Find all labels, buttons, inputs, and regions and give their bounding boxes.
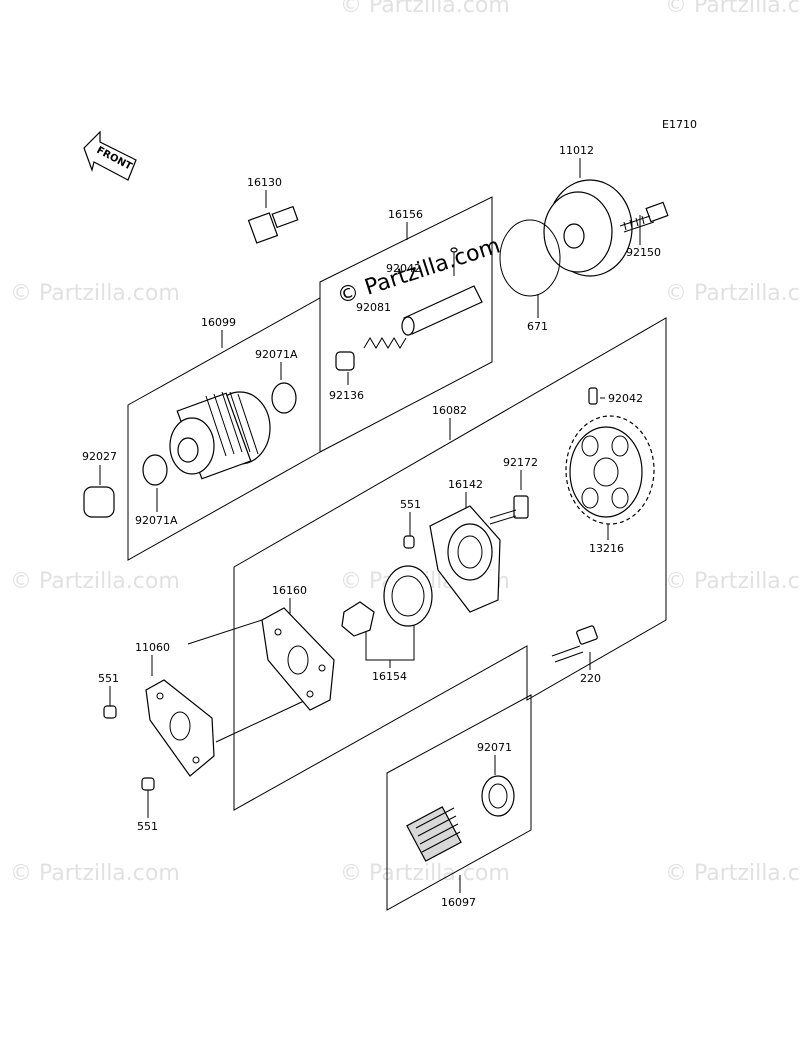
watermark: © Partzilla.com [10, 861, 180, 886]
part-92071-seal [481, 775, 515, 817]
part-16097-strainer [406, 806, 462, 862]
part-16156-valve [335, 247, 483, 371]
part-16142-housing [429, 505, 501, 613]
part-label: 551 [137, 820, 158, 833]
part-16160-plate [261, 607, 335, 711]
watermark: © Partzilla.com [340, 861, 510, 886]
part-label: 16156 [388, 208, 423, 221]
part-label: 16160 [272, 584, 307, 597]
part-label: 16142 [448, 478, 483, 491]
front-arrow-icon: FRONT [83, 130, 137, 181]
part-label: 92071 [477, 741, 512, 754]
part-551-dowel [103, 705, 117, 719]
part-16099-filter [83, 382, 297, 518]
part-11012-cover [499, 179, 633, 297]
watermark: © Partzilla.com [10, 281, 180, 306]
part-label: 551 [98, 672, 119, 685]
part-label: 92042 [608, 392, 643, 405]
part-13216-gear [565, 387, 655, 525]
watermark: © Partzilla.com [665, 0, 800, 18]
part-11060-gasket [145, 679, 215, 777]
part-label: 92071A [255, 348, 298, 361]
leader-lines [99, 158, 641, 893]
part-220-bolt [551, 625, 598, 663]
part-label: 551 [400, 498, 421, 511]
part-label: 16099 [201, 316, 236, 329]
part-label: 92172 [503, 456, 538, 469]
part-labels: 16130 16156 11012 92150 92042 92081 671 … [82, 144, 661, 909]
part-label: 92150 [626, 246, 661, 259]
part-92150-bolt [619, 201, 669, 233]
part-label: 11012 [559, 144, 594, 157]
group-boxes [127, 196, 667, 911]
part-label: 671 [527, 320, 548, 333]
part-label: 92027 [82, 450, 117, 463]
part-label: 13216 [589, 542, 624, 555]
part-label: 92071A [135, 514, 178, 527]
part-label: 16130 [247, 176, 282, 189]
part-label: 92136 [329, 389, 364, 402]
part-shapes [83, 179, 669, 862]
part-label: 11060 [135, 641, 170, 654]
watermark: © Partzilla.com [665, 281, 800, 306]
part-label: 220 [580, 672, 601, 685]
part-label: 16082 [432, 404, 467, 417]
watermark: © Partzilla.com [665, 569, 800, 594]
part-551-dowel [403, 535, 415, 549]
watermark: © Partzilla.com [340, 0, 510, 18]
part-label: 92042 [386, 262, 421, 275]
part-92172-bolt [489, 495, 529, 525]
part-16130-fitting [247, 205, 299, 244]
part-label: 92081 [356, 301, 391, 314]
part-551-dowel [141, 777, 155, 791]
watermark: © Partzilla.com [10, 569, 180, 594]
part-label: 16154 [372, 670, 407, 683]
part-16154-rotor [341, 565, 433, 637]
watermark: © Partzilla.com [665, 861, 800, 886]
part-label: 16097 [441, 896, 476, 909]
diagram-code: E1710 [662, 118, 697, 131]
